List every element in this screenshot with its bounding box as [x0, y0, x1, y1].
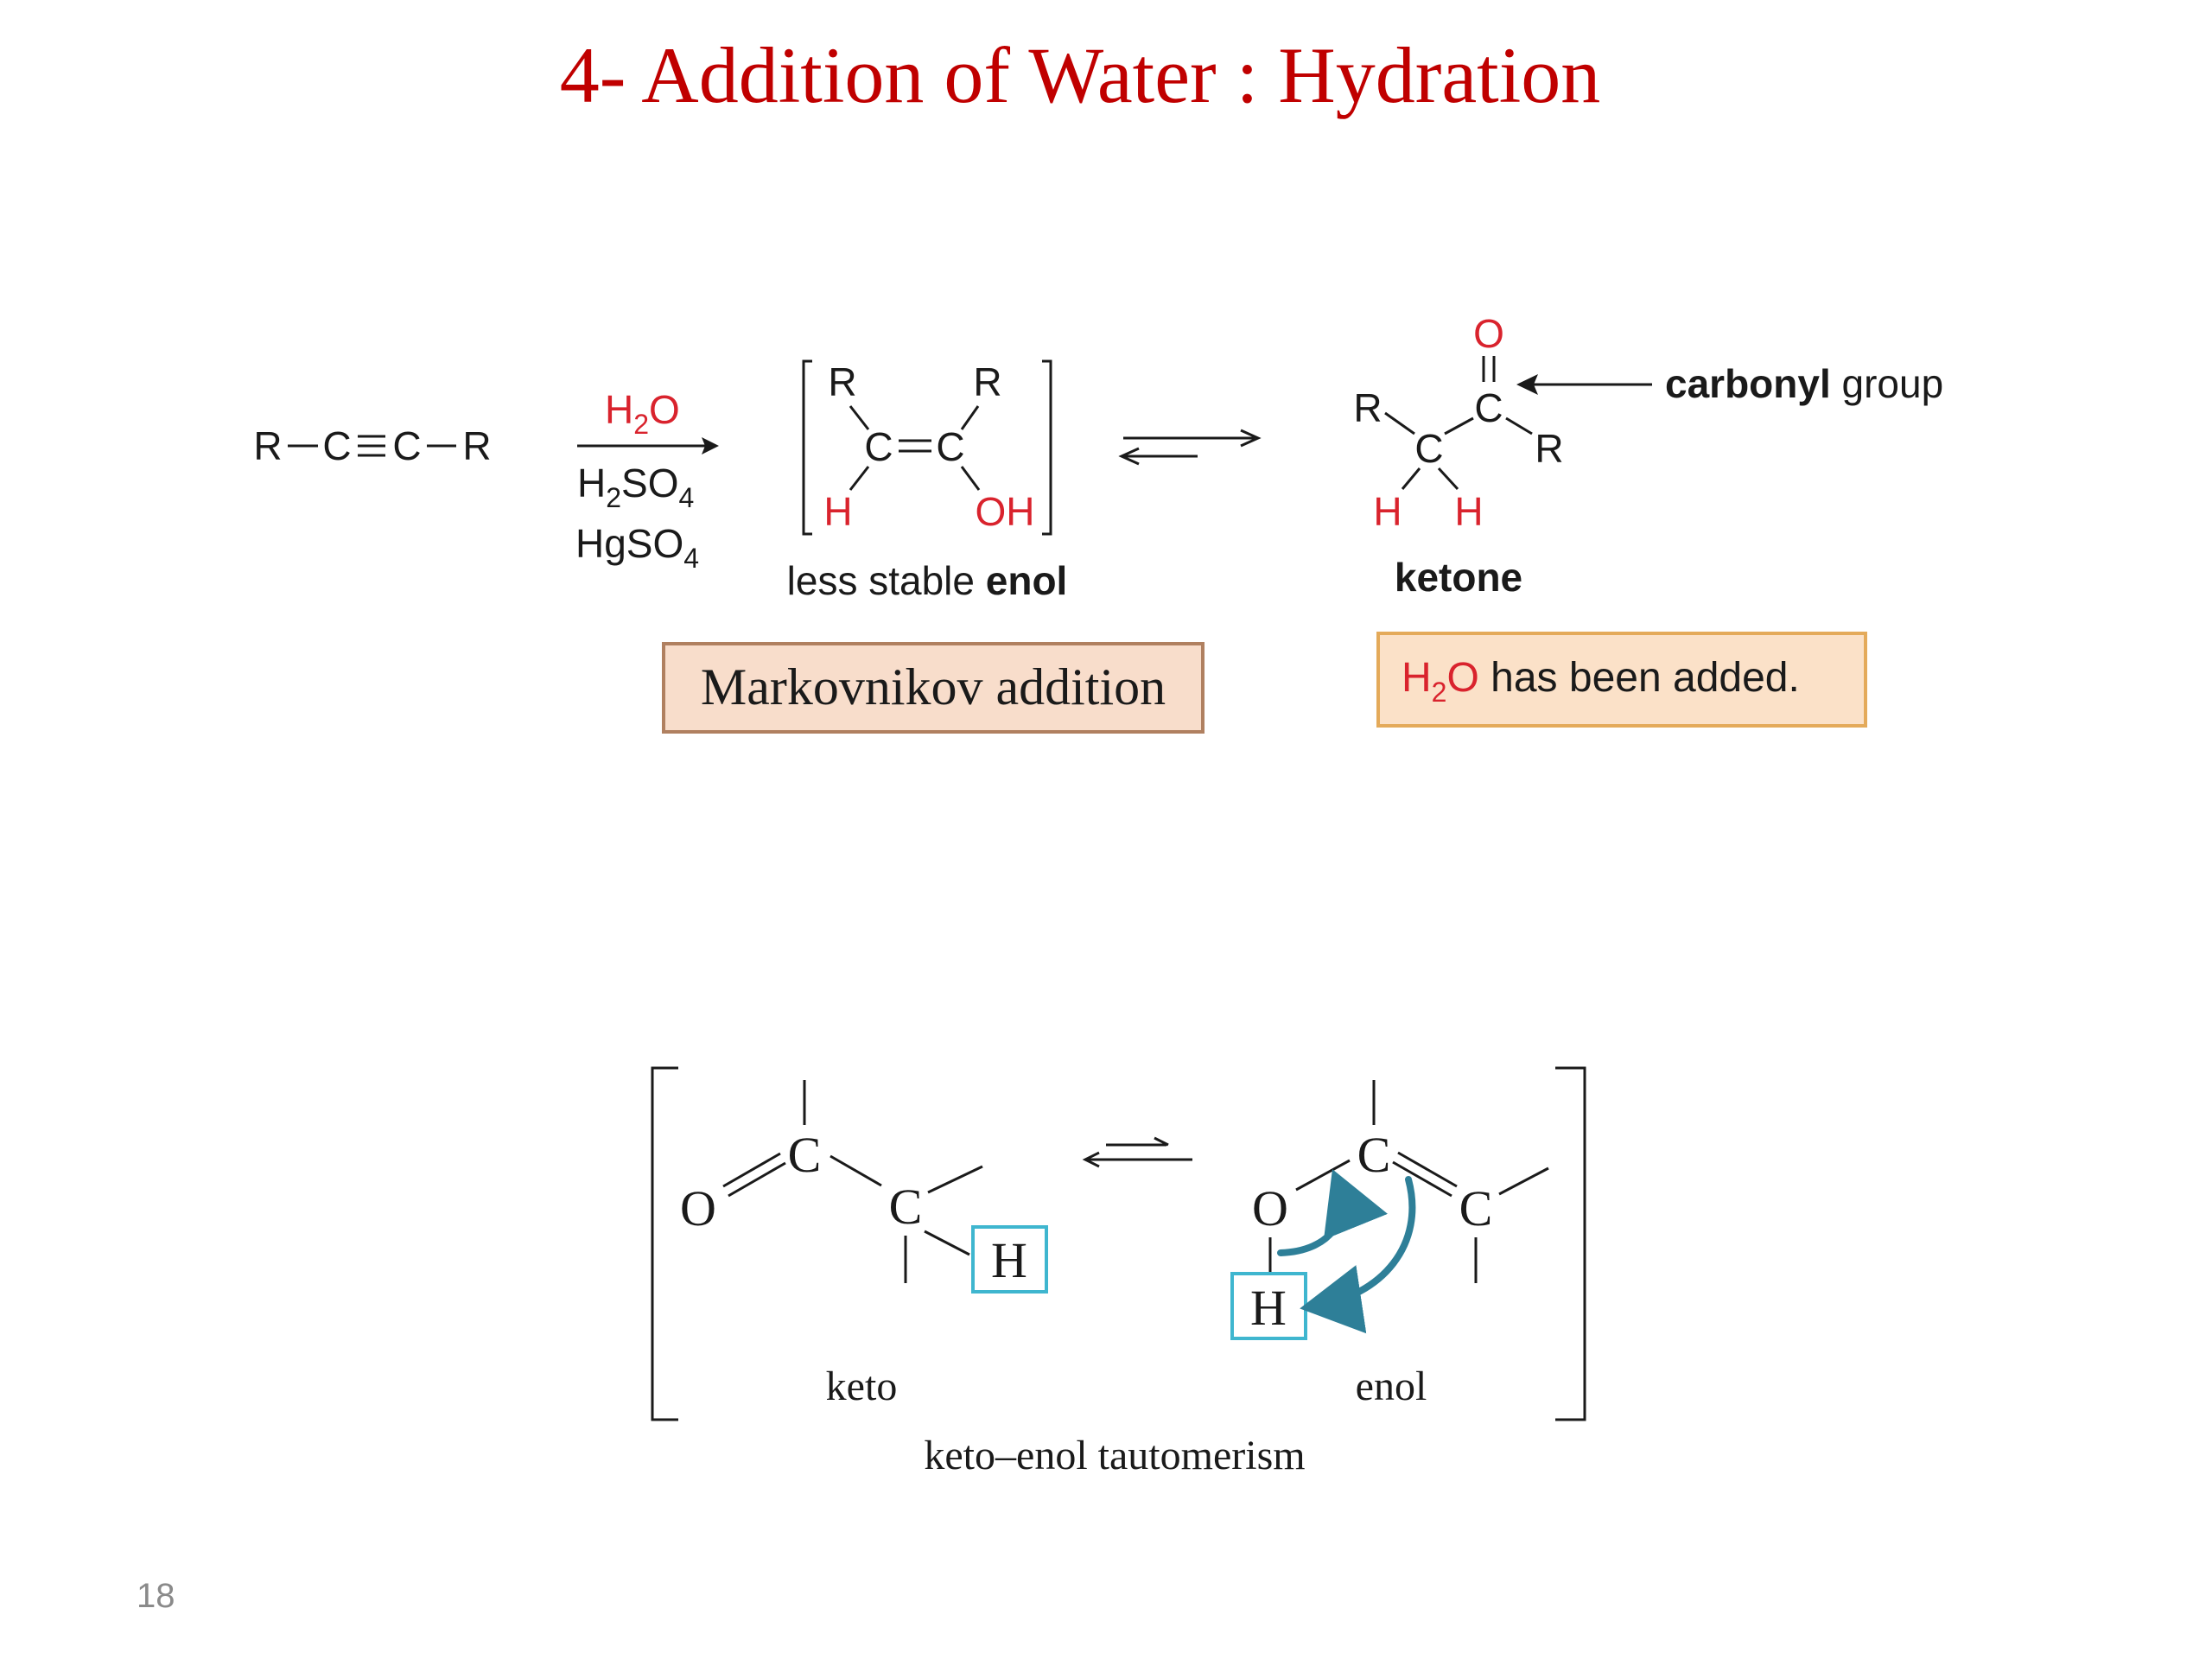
keto-o: O [680, 1180, 716, 1236]
markovnikov-label: Markovnikov addition [701, 658, 1166, 715]
ketone-o: O [1473, 311, 1504, 356]
ketone-co-double-bond [1482, 356, 1496, 382]
enol-r-top-right: R [973, 359, 1001, 404]
enol-h: H [1250, 1280, 1287, 1336]
water-added-label: H2O has been added. [1402, 655, 1800, 708]
ketone-h-right: H [1454, 489, 1483, 534]
equilibrium-arrows-top [1118, 429, 1262, 466]
electron-arrows [1277, 1169, 1416, 1334]
ketone-h-left: H [1373, 489, 1402, 534]
ketone-c-alpha: C [1414, 426, 1443, 471]
tautomerism-brackets [651, 1066, 1586, 1421]
slide-title: 4- Addition of Water : Hydration [560, 31, 1601, 119]
keto-c2: C [889, 1179, 923, 1235]
enol-brackets [802, 359, 1052, 536]
enol-o: O [1252, 1180, 1288, 1236]
ketone-c-carbonyl: C [1474, 385, 1503, 430]
carbonyl-label: carbonyl group [1665, 361, 1943, 406]
reagent-hgso4: HgSO4 [575, 521, 699, 574]
curved-arrow-oh-to-co [1277, 1169, 1389, 1256]
alkyne-c1: C [322, 423, 351, 468]
alkyne-r-left: R [253, 423, 282, 468]
markovnikov-box: Markovnikov addition [662, 642, 1205, 734]
keto-h: H [991, 1232, 1027, 1288]
page-number: 18 [137, 1577, 175, 1615]
triple-bond [358, 435, 385, 457]
alkyne: R C C R [253, 423, 491, 468]
reagent-water: H2O [605, 387, 680, 440]
ketone: O C R C R H H ketone [1353, 311, 1563, 600]
alkyne-r-right: R [462, 423, 491, 468]
carbonyl-pointer: carbonyl group [1516, 361, 1943, 406]
keto-structure: C O C H keto [680, 1080, 1048, 1409]
enol-intermediate: R R C C H OH less stable enol [787, 359, 1068, 603]
enol-c-right: C [936, 424, 964, 469]
keto-c1: C [788, 1127, 822, 1183]
ketone-r-right: R [1535, 426, 1563, 471]
water-added-box: H2O has been added. [1376, 632, 1867, 728]
enol-double-bond [899, 439, 931, 453]
keto-co-double-bond [722, 1152, 786, 1198]
enol-r-top-left: R [828, 359, 856, 404]
forward-arrow [577, 437, 719, 454]
ketone-r-left: R [1353, 385, 1382, 430]
keto-label: keto [826, 1363, 898, 1409]
enol-caption: less stable enol [787, 558, 1068, 603]
ketone-caption: ketone [1395, 555, 1522, 600]
enol-oh: OH [976, 489, 1035, 534]
enol-c-left: C [864, 424, 893, 469]
enol-h: H [823, 489, 852, 534]
curved-arrow-cc-to-h [1300, 1176, 1416, 1334]
tautomerism-caption: keto–enol tautomerism [924, 1433, 1305, 1478]
reagents: H2O H2SO4 HgSO4 [575, 387, 719, 574]
enol-c1: C [1357, 1127, 1391, 1183]
enol-label: enol [1356, 1363, 1427, 1409]
equilibrium-arrows-bottom [1082, 1136, 1192, 1168]
enol-cc-double-bond [1392, 1151, 1458, 1198]
reagent-h2so4: H2SO4 [577, 461, 694, 513]
enol-structure: C O C H enol [1230, 1080, 1549, 1409]
enol-c2: C [1459, 1180, 1493, 1236]
alkyne-c2: C [392, 423, 421, 468]
